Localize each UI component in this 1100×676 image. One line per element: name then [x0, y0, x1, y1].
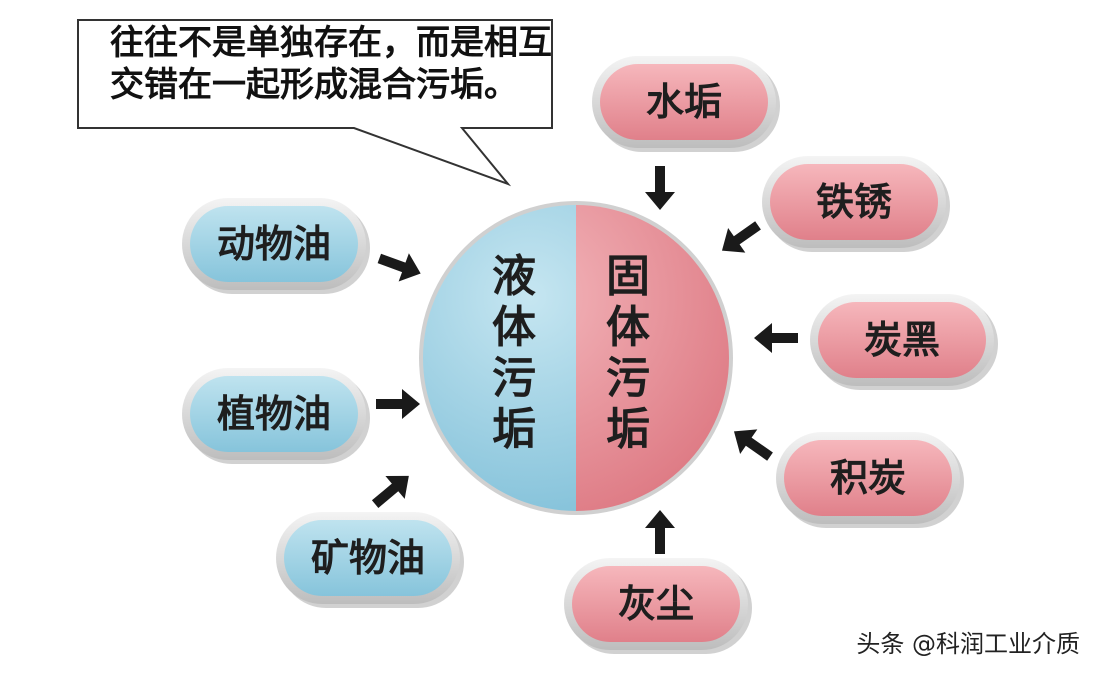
pill-scale: 水垢 [592, 56, 780, 152]
pill-label-animal-oil: 动物油 [217, 222, 331, 266]
pill-mineral-oil: 矿物油 [276, 512, 464, 608]
liquid-char-4: 垢 [492, 404, 536, 455]
pill-label-dust: 灰尘 [618, 582, 694, 626]
center-circle: 液 体 污 垢 固 体 污 垢 [419, 201, 733, 515]
arrow-down-left-icon [721, 221, 761, 253]
watermark: 头条 @科润工业介质 [856, 630, 1080, 658]
solid-char-1: 固 [606, 251, 650, 302]
pill-rust: 铁锈 [762, 156, 950, 252]
arrow-right-icon [376, 389, 420, 419]
arrow-down-icon [645, 166, 675, 210]
arrow-up-right-icon [371, 475, 409, 508]
solid-char-2: 体 [606, 302, 650, 353]
pill-label-vegetable-oil: 植物油 [217, 392, 331, 436]
arrow-right-icon [377, 253, 421, 282]
pill-label-carbon-black: 炭黑 [864, 318, 940, 362]
solid-half [576, 205, 729, 511]
pill-carbon-black: 炭黑 [810, 294, 998, 390]
pill-label-mineral-oil: 矿物油 [311, 536, 425, 580]
pill-dust: 灰尘 [564, 558, 752, 654]
liquid-char-2: 体 [492, 302, 536, 353]
liquid-half [423, 205, 576, 511]
pill-label-carbon-deposit: 积炭 [830, 456, 906, 500]
liquid-char-3: 污 [492, 353, 536, 404]
arrows [371, 166, 798, 554]
callout-line-1: 往往不是单独存在，而是相互 [110, 23, 552, 63]
liquid-char-1: 液 [492, 251, 536, 302]
pill-vegetable-oil: 植物油 [182, 368, 370, 464]
arrow-up-icon [645, 510, 675, 554]
solid-char-4: 垢 [606, 404, 650, 455]
arrow-up-left-icon [733, 429, 773, 461]
callout-line-2: 交错在一起形成混合污垢。 [110, 65, 518, 105]
pill-carbon-deposit: 积炭 [776, 432, 964, 528]
pill-label-scale: 水垢 [646, 80, 722, 124]
pill-animal-oil: 动物油 [182, 198, 370, 294]
solid-char-3: 污 [606, 353, 650, 404]
pill-label-rust: 铁锈 [816, 180, 892, 224]
speech-callout: 往往不是单独存在，而是相互 交错在一起形成混合污垢。 [77, 19, 553, 187]
arrow-left-icon [754, 323, 798, 353]
